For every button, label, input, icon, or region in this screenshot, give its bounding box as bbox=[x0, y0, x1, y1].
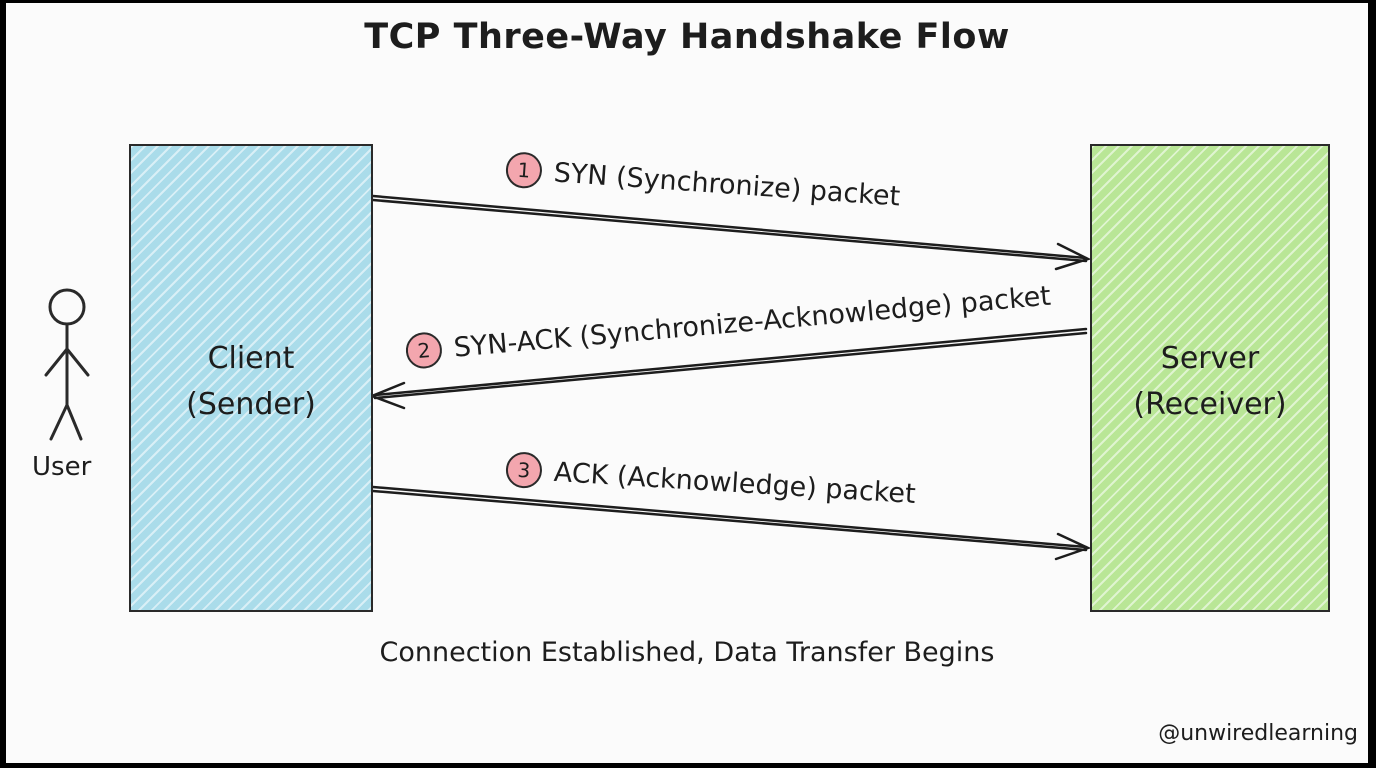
credit-handle: @unwiredlearning bbox=[1158, 721, 1358, 746]
syn-arrow bbox=[371, 194, 1092, 271]
client-label: Client (Sender) bbox=[186, 341, 316, 422]
footer-caption: Connection Established, Data Transfer Be… bbox=[379, 637, 995, 668]
server-box: Server (Receiver) bbox=[1090, 144, 1330, 612]
server-label: Server (Receiver) bbox=[1133, 341, 1287, 422]
user-figure-icon bbox=[44, 288, 90, 441]
step-badge: 3 bbox=[504, 451, 544, 490]
ack-arrow bbox=[371, 485, 1092, 561]
diagram-canvas: TCP Three-Way Handshake Flow bbox=[6, 3, 1368, 763]
user-label: User bbox=[32, 452, 92, 482]
diagram-title: TCP Three-Way Handshake Flow bbox=[364, 17, 1010, 57]
client-box: Client (Sender) bbox=[129, 144, 373, 612]
step-badge: 1 bbox=[504, 151, 544, 190]
step-badge: 2 bbox=[404, 330, 444, 370]
message-arrows bbox=[44, 194, 1092, 561]
